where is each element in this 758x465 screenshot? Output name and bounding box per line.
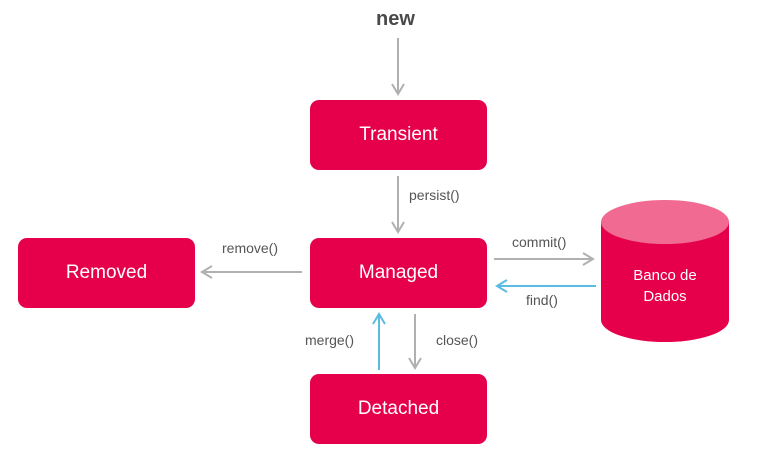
transition-label-commit: commit() — [512, 234, 567, 250]
transition-label-close: close() — [436, 332, 479, 348]
database-label: Banco de Dados — [601, 265, 729, 307]
state-detached[interactable]: Detached — [310, 374, 487, 444]
transition-label-persist: persist() — [409, 187, 460, 203]
state-label: Removed — [65, 262, 148, 283]
transition-label-merge: merge() — [305, 332, 355, 348]
state-label: Detached — [357, 398, 440, 419]
transition-label-find: find() — [526, 292, 558, 308]
database-cylinder — [601, 200, 729, 342]
database-label-line1: Banco de — [633, 267, 697, 284]
start-label: new — [376, 8, 415, 30]
database-label-line2: Dados — [643, 288, 687, 305]
state-transient[interactable]: Transient — [310, 100, 487, 170]
state-managed[interactable]: Managed — [310, 238, 487, 308]
transition-label-remove: remove() — [222, 240, 279, 256]
state-removed[interactable]: Removed — [18, 238, 195, 308]
state-label: Transient — [359, 124, 438, 145]
state-label: Managed — [358, 262, 439, 283]
